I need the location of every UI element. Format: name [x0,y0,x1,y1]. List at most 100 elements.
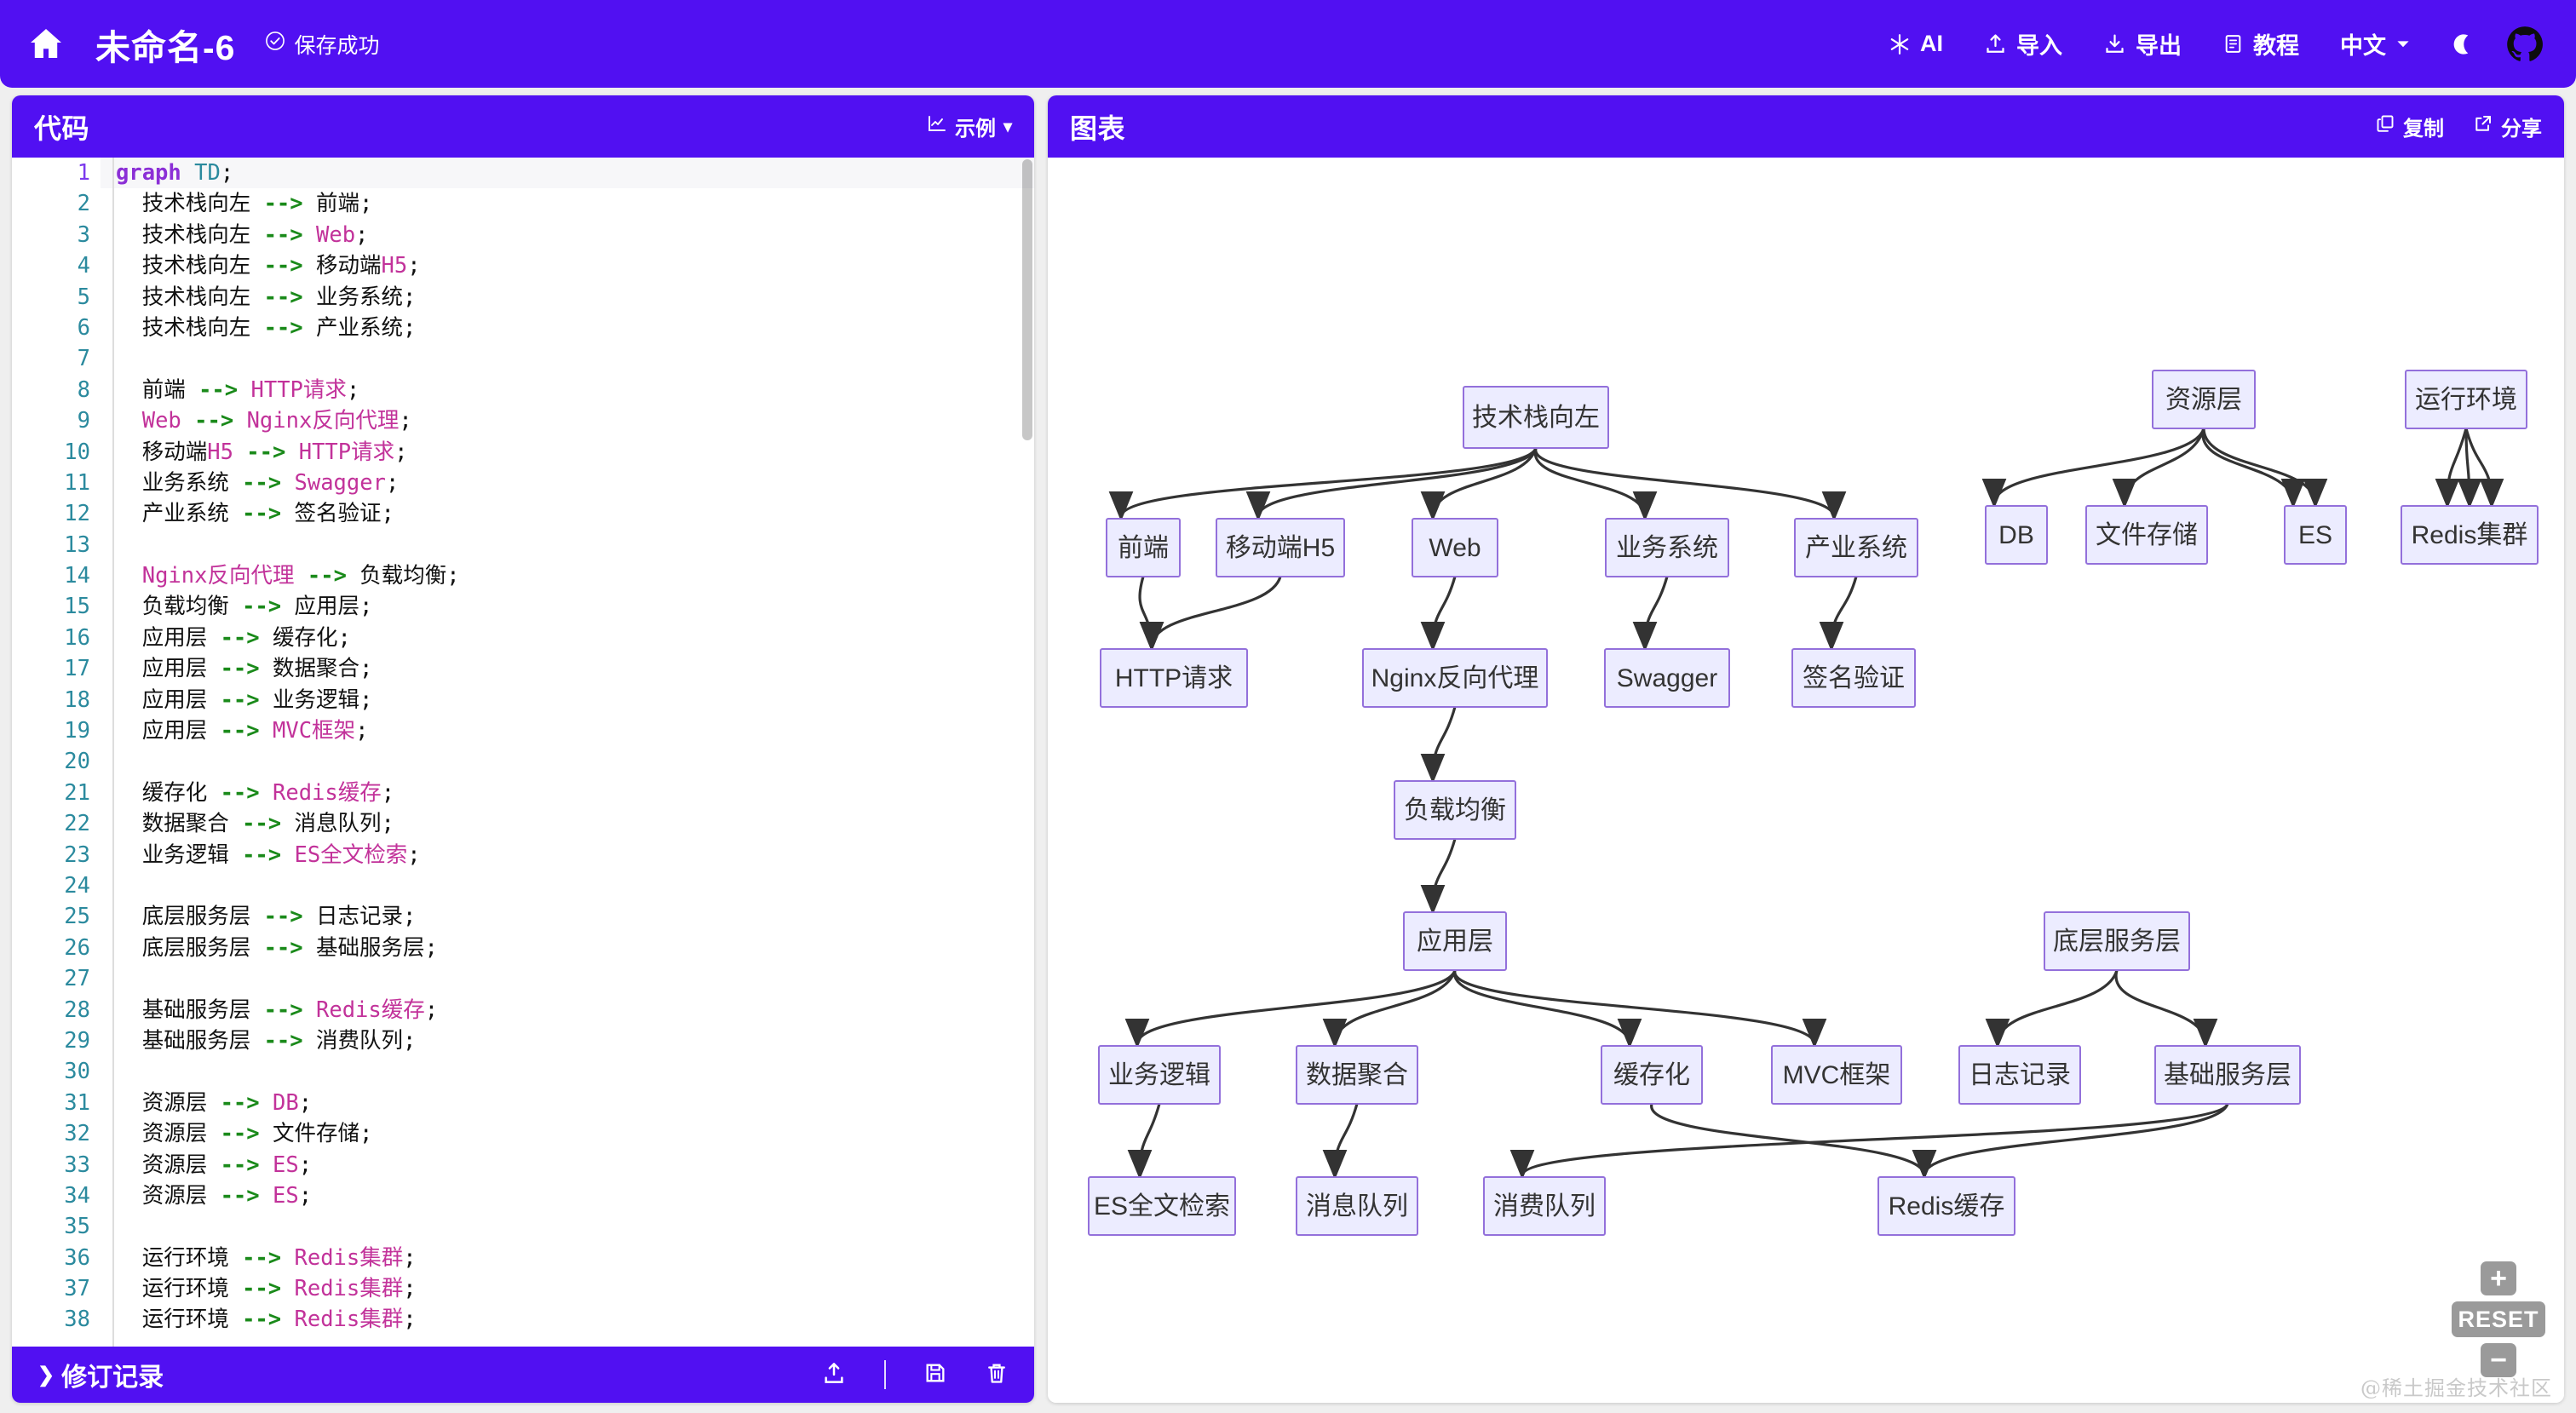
code-line[interactable]: 27 [12,963,1034,994]
code-line[interactable]: 22 数据聚合 --> 消息队列; [12,808,1034,839]
diagram-node[interactable]: 数据聚合 [1296,1045,1418,1105]
diagram-node[interactable]: 消费队列 [1483,1176,1606,1236]
code-line[interactable]: 30 [12,1056,1034,1087]
code-line[interactable]: 31 资源层 --> DB; [12,1088,1034,1118]
zoom-reset-button[interactable]: RESET [2452,1301,2545,1337]
diagram-node[interactable]: Swagger [1604,648,1730,708]
code-line[interactable]: 10 移动端H5 --> HTTP请求; [12,437,1034,468]
line-content[interactable]: 移动端H5 --> HTTP请求; [116,439,408,465]
line-content[interactable]: 运行环境 --> Redis集群; [116,1276,417,1302]
revision-history-toggle[interactable]: ❯ 修订记录 [37,1356,164,1393]
code-line[interactable]: 5 技术栈向左 --> 业务系统; [12,282,1034,313]
code-line[interactable]: 6 技术栈向左 --> 产业系统; [12,313,1034,343]
line-content[interactable]: Web --> Nginx反向代理; [141,408,412,434]
line-content[interactable]: 缓存化 --> Redis缓存; [116,779,395,806]
theme-toggle-button[interactable] [2431,23,2494,66]
line-content[interactable]: graph TD; [101,158,1034,189]
line-content[interactable]: 数据聚合 --> 消息队列; [116,811,394,837]
home-icon[interactable] [22,20,70,68]
page-title[interactable]: 未命名-6 [95,27,236,67]
diagram-node[interactable]: Nginx反向代理 [1362,648,1548,708]
line-content[interactable]: 底层服务层 --> 日志记录; [116,904,417,930]
line-content[interactable] [101,870,1034,901]
code-line[interactable]: 3 技术栈向左 --> Web; [12,220,1034,250]
code-line[interactable]: 8 前端 --> HTTP请求; [12,375,1034,405]
code-line[interactable]: 12 产业系统 --> 签名验证; [12,498,1034,529]
line-content[interactable]: 应用层 --> MVC框架; [116,718,369,744]
diagram-node[interactable]: 基础服务层 [2154,1045,2301,1105]
code-line[interactable]: 20 [12,746,1034,777]
code-line[interactable]: 24 [12,870,1034,901]
line-content[interactable]: 技术栈向左 --> Web; [116,221,369,248]
save-code-button[interactable] [923,1361,947,1389]
zoom-out-button[interactable]: − [2481,1343,2516,1377]
editor-scrollbar[interactable] [1022,159,1032,440]
line-content[interactable]: 技术栈向左 --> 前端; [116,191,373,217]
diagram-node[interactable]: 移动端H5 [1216,518,1345,577]
diagram-node[interactable]: 日志记录 [1958,1045,2081,1105]
code-line[interactable]: 34 资源层 --> ES; [12,1180,1034,1211]
line-content[interactable] [101,963,1034,994]
github-link[interactable] [2494,17,2556,72]
line-content[interactable]: 技术栈向左 --> 业务系统; [116,284,417,310]
diagram-node[interactable]: 运行环境 [2405,370,2527,429]
line-content[interactable]: 资源层 --> DB; [116,1089,313,1116]
diagram-node[interactable]: 业务系统 [1605,518,1729,577]
code-line[interactable]: 13 [12,530,1034,560]
line-content[interactable]: 资源层 --> ES; [116,1152,313,1178]
diagram-node[interactable]: Redis集群 [2401,505,2539,565]
diagram-node[interactable]: 文件存储 [2085,505,2208,565]
code-line[interactable]: 7 [12,343,1034,374]
language-selector[interactable]: 中文 [2320,19,2431,69]
code-line[interactable]: 18 应用层 --> 业务逻辑; [12,685,1034,715]
code-line[interactable]: 35 [12,1211,1034,1242]
zoom-in-button[interactable]: + [2481,1261,2516,1295]
upload-code-button[interactable] [821,1360,847,1390]
share-button[interactable]: 分享 [2473,112,2542,141]
diagram-node[interactable]: MVC框架 [1771,1045,1902,1105]
examples-dropdown[interactable]: 示例 ▾ [927,112,1012,141]
diagram-node[interactable]: 产业系统 [1794,518,1918,577]
diagram-node[interactable]: 资源层 [2152,370,2256,429]
diagram-node[interactable]: 消息队列 [1296,1176,1418,1236]
diagram-node[interactable]: 技术栈向左 [1463,386,1609,449]
diagram-node[interactable]: DB [1985,505,2048,565]
line-content[interactable]: 前端 --> HTTP请求; [116,376,360,403]
copy-button[interactable]: 复制 [2375,112,2444,141]
code-line[interactable]: 14 Nginx反向代理 --> 负载均衡; [12,560,1034,591]
diagram-node[interactable]: 应用层 [1403,911,1507,971]
line-content[interactable] [101,1056,1034,1087]
delete-code-button[interactable] [985,1361,1009,1389]
line-content[interactable]: 运行环境 --> Redis集群; [116,1307,417,1333]
diagram-node[interactable]: 负载均衡 [1394,780,1516,840]
diagram-node[interactable]: ES [2284,505,2347,565]
diagram-node[interactable]: 前端 [1106,518,1181,577]
line-content[interactable]: Nginx反向代理 --> 负载均衡; [141,563,460,589]
diagram-node[interactable]: 签名验证 [1791,648,1916,708]
line-content[interactable] [101,530,1034,560]
code-line[interactable]: 2 技术栈向左 --> 前端; [12,188,1034,219]
diagram-node[interactable]: Redis缓存 [1877,1176,2015,1236]
line-content[interactable]: 资源层 --> 文件存储; [116,1121,373,1147]
code-line[interactable]: 9 Web --> Nginx反向代理; [12,405,1034,436]
code-line[interactable]: 16 应用层 --> 缓存化; [12,623,1034,653]
line-content[interactable]: 业务逻辑 --> ES全文检索; [116,841,421,868]
line-content[interactable] [101,343,1034,374]
code-line[interactable]: 21 缓存化 --> Redis缓存; [12,778,1034,808]
code-line[interactable]: 29 基础服务层 --> 消费队列; [12,1025,1034,1056]
code-line[interactable]: 17 应用层 --> 数据聚合; [12,653,1034,684]
line-content[interactable]: 应用层 --> 业务逻辑; [116,686,373,713]
line-content[interactable] [101,746,1034,777]
line-content[interactable] [101,1211,1034,1242]
code-line[interactable]: 32 资源层 --> 文件存储; [12,1118,1034,1149]
code-line[interactable]: 19 应用层 --> MVC框架; [12,715,1034,746]
code-line[interactable]: 38 运行环境 --> Redis集群; [12,1304,1034,1335]
code-line[interactable]: 15 负载均衡 --> 应用层; [12,591,1034,622]
line-content[interactable]: 技术栈向左 --> 移动端H5; [116,253,421,279]
line-content[interactable]: 基础服务层 --> 消费队列; [116,1027,417,1054]
diagram-node[interactable]: HTTP请求 [1100,648,1248,708]
